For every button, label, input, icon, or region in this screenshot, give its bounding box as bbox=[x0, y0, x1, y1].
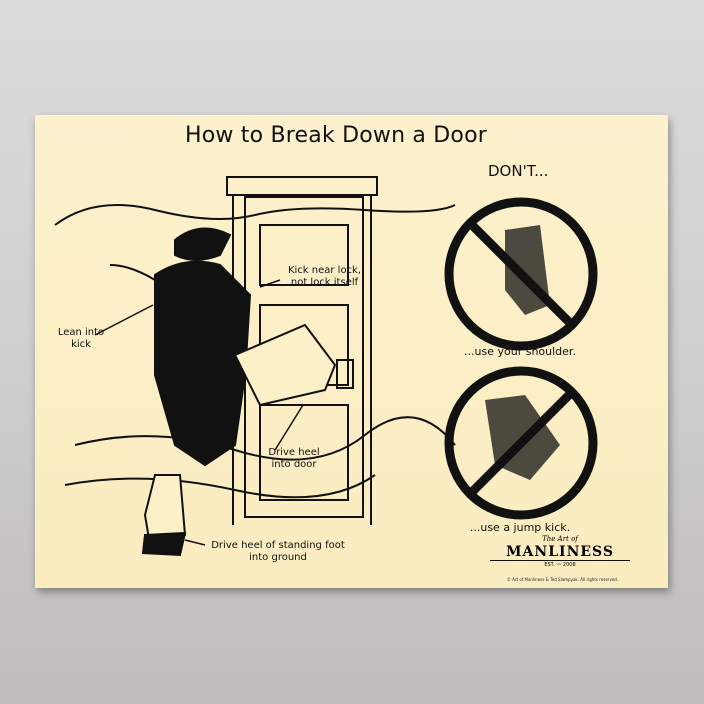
arrow bbox=[94, 304, 154, 336]
shoulder-figure bbox=[505, 225, 550, 315]
art-of-manliness-logo: The Art of MANLINESS EST. 〰 2008 bbox=[490, 535, 630, 569]
arrow bbox=[274, 404, 304, 451]
dont-heading: DON'T... bbox=[488, 162, 549, 180]
mustache-icon: 〰 bbox=[556, 562, 562, 568]
logo-line2: MANLINESS bbox=[490, 544, 630, 561]
kicking-leg bbox=[233, 323, 337, 407]
door-lock bbox=[336, 359, 354, 389]
door-kick-illustration bbox=[54, 176, 598, 557]
smoke bbox=[74, 416, 456, 461]
jump-kick-figure bbox=[485, 395, 560, 480]
page-title: How to Break Down a Door bbox=[185, 123, 487, 148]
poster: How to Break Down a Door Kick near lock,… bbox=[35, 115, 668, 588]
arrow bbox=[259, 279, 281, 288]
smoke bbox=[54, 204, 456, 226]
arrow bbox=[184, 539, 206, 546]
fireman-coat bbox=[154, 260, 252, 467]
door-frame-top bbox=[226, 176, 378, 196]
copyright: © Art of Manliness & Ted Slampyak. All r… bbox=[506, 577, 619, 582]
boot bbox=[141, 531, 187, 557]
logo-est: EST. bbox=[544, 562, 555, 568]
fireman-helmet bbox=[174, 227, 232, 261]
dont-caption-shoulder: ...use your shoulder. bbox=[464, 345, 576, 358]
logo-year: 2008 bbox=[562, 562, 576, 568]
caption-kick-near-lock: Kick near lock, not lock itself bbox=[287, 265, 362, 288]
caption-lean-into-kick: Lean into kick bbox=[57, 327, 105, 350]
prohibited-sign-icon bbox=[444, 366, 598, 520]
dont-caption-jump-kick: ...use a jump kick. bbox=[469, 521, 571, 534]
logo-line1: The Art of bbox=[542, 535, 578, 543]
smoke bbox=[64, 474, 376, 499]
prohibited-sign-icon bbox=[444, 197, 598, 351]
arm bbox=[109, 264, 156, 281]
logo-est-line: EST. 〰 2008 bbox=[490, 561, 630, 569]
caption-drive-heel-ground: Drive heel of standing foot into ground bbox=[211, 540, 345, 563]
caption-drive-heel-door: Drive heel into door bbox=[268, 447, 320, 470]
